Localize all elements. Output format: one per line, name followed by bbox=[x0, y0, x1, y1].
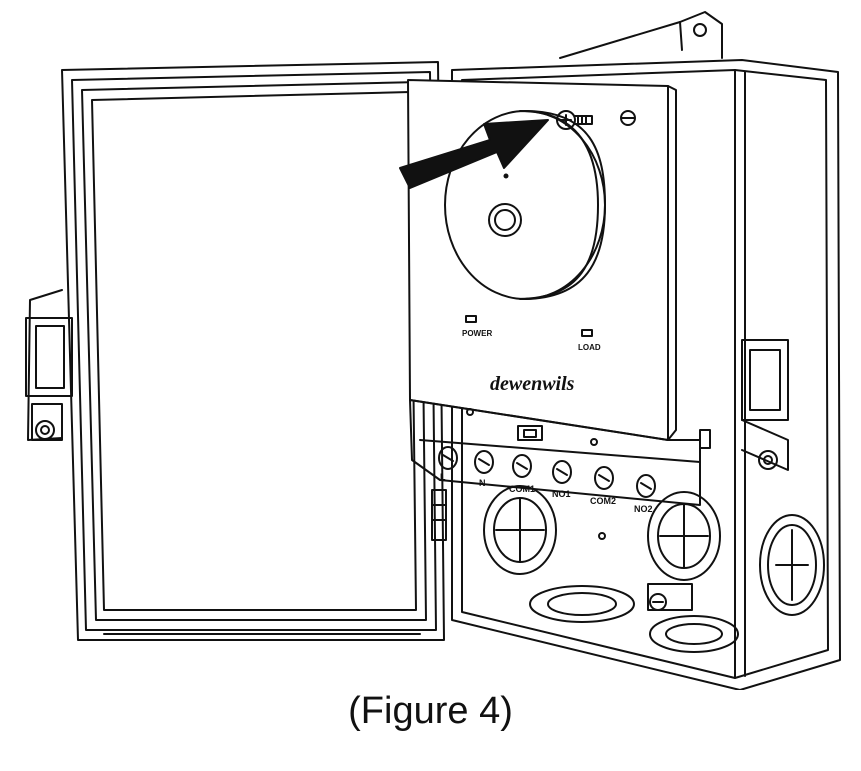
terminal-screw-com1[interactable] bbox=[512, 454, 532, 478]
terminal-screw-no2[interactable] bbox=[636, 474, 656, 498]
load-indicator-label: LOAD bbox=[578, 343, 601, 352]
terminal-block bbox=[409, 399, 711, 506]
terminal-label-com1: COM1 bbox=[509, 484, 535, 494]
terminal-label-no1: NO1 bbox=[552, 489, 571, 499]
door-latch-hole-icon bbox=[35, 420, 55, 440]
terminal-label-no2: NO2 bbox=[634, 504, 653, 514]
terminal-label-com2: COM2 bbox=[590, 496, 616, 506]
terminal-screw-l[interactable] bbox=[438, 446, 458, 470]
bottom-knockout-front bbox=[649, 615, 739, 653]
back-knockout-right bbox=[647, 491, 721, 581]
brand-logo: dewenwils bbox=[490, 373, 575, 395]
timer-enclosure-illustration: POWER LOAD dewenwils L N COM1 NO1 COM2 N… bbox=[25, 11, 841, 690]
terminal-label-l: L bbox=[440, 472, 446, 482]
power-indicator-label: POWER bbox=[462, 329, 492, 338]
back-knockout-left bbox=[483, 485, 557, 575]
terminal-label-n: N bbox=[479, 478, 486, 488]
side-knockout bbox=[759, 514, 825, 616]
bottom-knockout bbox=[529, 585, 635, 623]
side-hole-icon bbox=[758, 450, 778, 470]
mounting-hole-icon bbox=[693, 23, 707, 37]
enclosure-body bbox=[451, 11, 841, 690]
terminal-screw-no1[interactable] bbox=[552, 460, 572, 484]
terminal-screw-com2[interactable] bbox=[594, 466, 614, 490]
ground-lug bbox=[647, 583, 693, 611]
dial-screw bbox=[556, 110, 593, 130]
terminal-screw-n[interactable] bbox=[474, 450, 494, 474]
arrow-icon bbox=[399, 119, 549, 189]
power-led-icon bbox=[465, 315, 477, 323]
timer-dial[interactable] bbox=[444, 110, 606, 300]
load-led-icon bbox=[581, 329, 593, 337]
figure-caption: (Figure 4) bbox=[348, 690, 513, 732]
enclosure-door bbox=[25, 61, 445, 641]
wire-clip bbox=[431, 489, 447, 541]
